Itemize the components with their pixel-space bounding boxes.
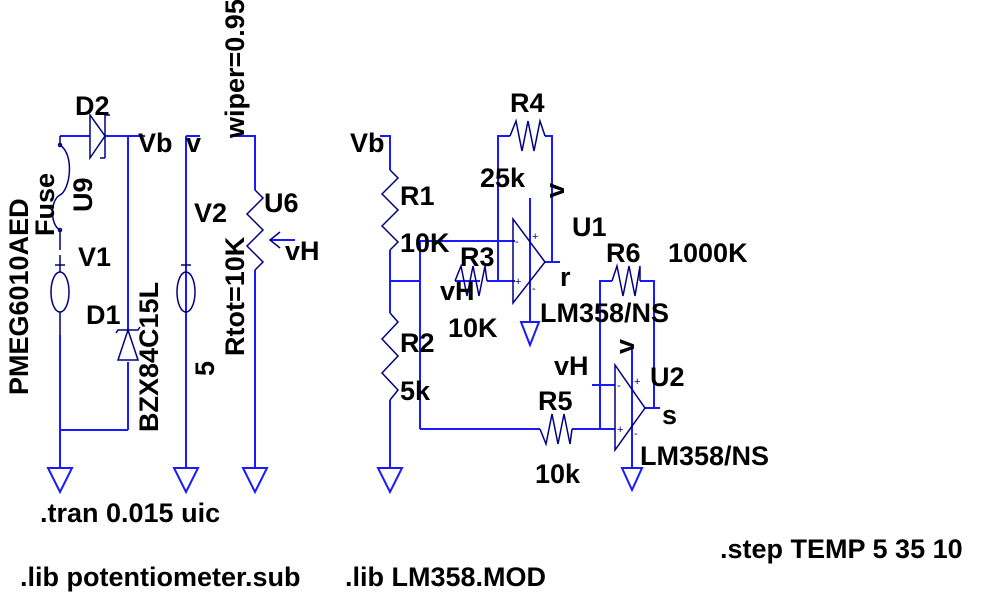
svg-text:+: + [634, 376, 640, 388]
opamp-u2-symbol[interactable]: -+ +- [614, 362, 646, 453]
svg-text:-: - [532, 283, 536, 295]
resistor-r3-symbol[interactable] [454, 263, 488, 297]
u9-label: U9 [68, 177, 98, 212]
u9-type: Fuse [30, 173, 60, 236]
svg-text:+: + [617, 424, 623, 436]
wires-left [59, 135, 295, 468]
step-directive[interactable]: .step TEMP 5 35 10 [720, 534, 963, 564]
net-label-vb: Vb [350, 128, 385, 158]
r1-label: R1 [400, 181, 435, 211]
lib-potentiometer-directive[interactable]: .lib potentiometer.sub [20, 562, 301, 592]
r6-label: R6 [606, 238, 641, 268]
r3-label: R3 [460, 242, 495, 272]
svg-text:-: - [617, 380, 621, 392]
d1-label: D1 [86, 300, 121, 330]
resistor-r6-symbol[interactable] [611, 263, 641, 297]
net-label-vh: vH [554, 351, 589, 381]
d2-label: D2 [75, 91, 110, 121]
net-label-vh: vH [440, 276, 475, 306]
resistor-r5-symbol[interactable] [539, 413, 573, 447]
opamp-u1-symbol[interactable]: -+ +- [512, 216, 546, 306]
ground-icon [519, 321, 541, 348]
u2-label: U2 [650, 362, 685, 392]
net-label-v: v [540, 183, 570, 198]
u1-label: U1 [572, 212, 607, 242]
net-label-vh: vH [285, 236, 320, 266]
resistor-r2-symbol[interactable] [380, 312, 400, 401]
r2-value: 5k [400, 376, 431, 406]
voltage-source-v2-symbol[interactable] [176, 264, 196, 313]
v1-label: V1 [78, 242, 111, 272]
potentiometer-u6-symbol[interactable] [245, 189, 281, 271]
svg-text:-: - [515, 236, 519, 248]
ground-icon [241, 467, 269, 495]
tran-directive[interactable]: .tran 0.015 uic [40, 498, 220, 528]
u1-model: LM358/NS [540, 298, 669, 328]
d2-model: PMEG6010AED [4, 198, 34, 395]
u2-model: LM358/NS [640, 441, 769, 471]
svg-text:+: + [532, 231, 538, 243]
ground-icon [46, 467, 74, 495]
svg-text:+: + [515, 276, 521, 288]
u6-rtot: Rtot=10K [220, 236, 250, 356]
r5-value: 10k [535, 459, 581, 489]
fuse-u9-symbol[interactable] [51, 136, 71, 250]
net-label-s: s [662, 400, 677, 430]
r4-value: 25k [480, 163, 526, 193]
voltage-source-v1-symbol[interactable] [50, 255, 70, 335]
u6-label: U6 [264, 188, 299, 218]
net-label-vb: Vb [138, 128, 173, 158]
ground-icon [376, 467, 404, 495]
lib-lm358-directive[interactable]: .lib LM358.MOD [345, 562, 546, 592]
net-label-r: r [560, 262, 571, 292]
ground-icon [172, 467, 200, 495]
net-label-v: v [610, 339, 640, 354]
ground-icon [620, 467, 644, 493]
u6-wiper: wiper=0.95 [220, 0, 250, 139]
d1-model: BZX84C15L [134, 282, 164, 432]
net-label-v: v [186, 128, 201, 158]
ground-symbols [46, 321, 644, 495]
r4-label: R4 [510, 88, 545, 118]
resistor-r4-symbol[interactable] [509, 118, 546, 152]
r2-label: R2 [400, 328, 435, 358]
r5-label: R5 [538, 386, 573, 416]
svg-text:-: - [634, 428, 638, 440]
r6-value: 1000K [668, 238, 748, 268]
r3-value: 10K [448, 313, 498, 343]
v2-label: V2 [194, 198, 227, 228]
zener-d1-symbol[interactable] [115, 326, 141, 361]
v2-value: 5 [190, 361, 220, 376]
resistor-r1-symbol[interactable] [380, 169, 400, 251]
diode-d2-symbol[interactable] [89, 112, 110, 161]
r1-value: 10K [400, 228, 450, 258]
wires-right [380, 135, 660, 468]
